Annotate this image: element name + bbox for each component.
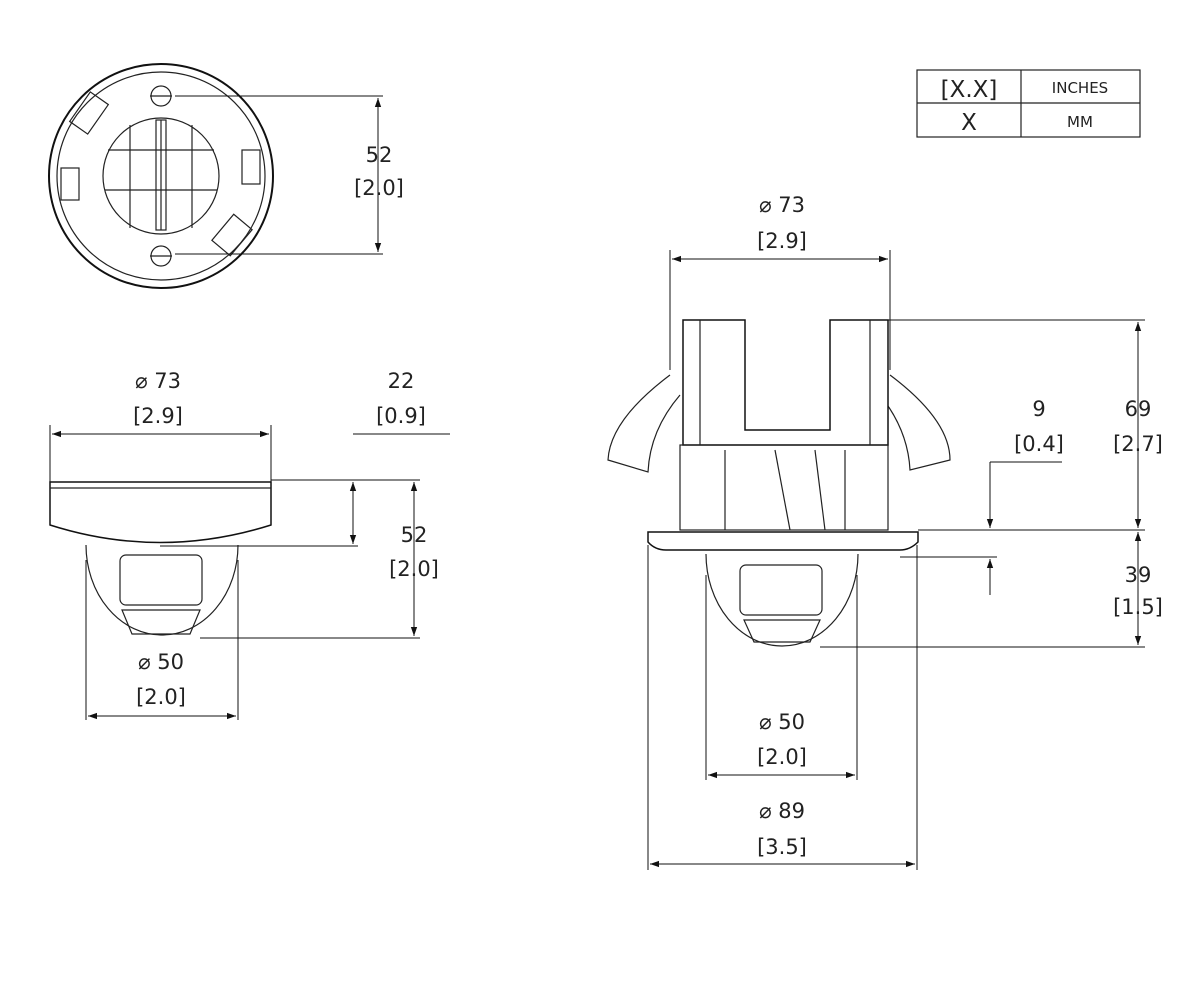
flush-flange-dia-in: [3.5] [757,835,807,859]
side-top-dia-in: [2.9] [133,404,183,428]
flush-dome-dia-in: [2.0] [757,745,807,769]
side-view [49,425,450,720]
flush-dome-dia-mm: ⌀ 50 [759,710,805,734]
top-view [48,63,383,289]
flush-flange-in: [0.4] [1014,432,1064,456]
flush-recess-height-in: [2.7] [1113,432,1163,456]
side-total-height-mm: 52 [401,523,428,547]
side-base-height-mm: 22 [388,369,415,393]
flush-exposed-height-in: [1.5] [1113,595,1163,619]
top-view-height-in: [2.0] [354,176,404,200]
flush-flange-mm: 9 [1032,397,1045,421]
side-dome-dia-in: [2.0] [136,685,186,709]
flush-mount-view [607,250,1145,870]
legend-mm-symbol: X [961,110,977,136]
units-legend: [X.X] INCHES X MM [916,69,1141,138]
flush-exposed-height-mm: 39 [1125,563,1152,587]
flush-flange-dia-mm: ⌀ 89 [759,799,805,823]
flush-top-dia-mm: ⌀ 73 [759,193,805,217]
side-total-height-in: [2.0] [389,557,439,581]
side-base-height-in: [0.9] [376,404,426,428]
top-view-height-mm: 52 [366,143,393,167]
legend-mm-label: MM [1067,113,1093,131]
legend-inches-symbol: [X.X] [941,77,998,103]
side-dome-dia-mm: ⌀ 50 [138,650,184,674]
side-top-dia-mm: ⌀ 73 [135,369,181,393]
legend-inches-label: INCHES [1052,79,1108,97]
flush-top-dia-in: [2.9] [757,229,807,253]
flush-recess-height-mm: 69 [1125,397,1152,421]
